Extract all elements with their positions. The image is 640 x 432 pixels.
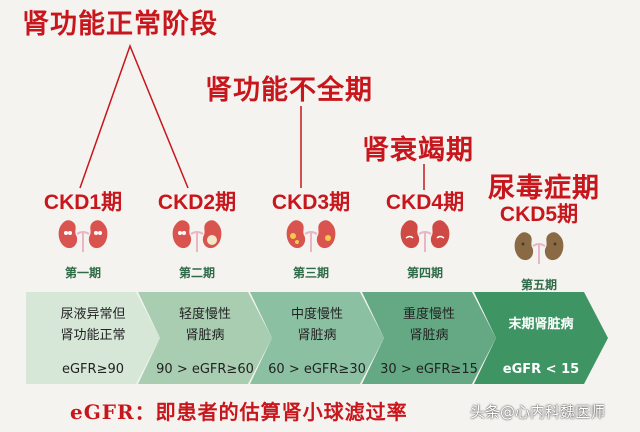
stage-arrow-4-desc: 重度慢性 肾脏病 (362, 304, 496, 346)
stage-arrow-3-desc-line2: 肾脏病 (297, 328, 337, 343)
stage-arrow-3-egfr: 60 > eGFR≥30 (268, 362, 366, 377)
stage-ckd4-label: CKD4期 (385, 191, 465, 214)
arrow-shape (474, 292, 608, 384)
arrow-shape (138, 292, 272, 384)
stage-arrow-2: 轻度慢性 肾脏病 90 > eGFR≥60 (138, 292, 272, 384)
stage-arrow-3-desc: 中度慢性 肾脏病 (250, 304, 384, 346)
kidney-icon (400, 220, 450, 252)
kidney-left (514, 232, 534, 261)
stage-ckd2-period: 第二期 (178, 266, 215, 280)
stage-arrow-5-desc: 末期肾脏病 (474, 314, 608, 335)
kidney-right (544, 232, 564, 261)
stage-arrow-1-desc-line2: 肾功能正常 (60, 328, 126, 343)
connector-normal-to-ckd1-ckd2 (79, 43, 189, 189)
stage-arrow-3: 中度慢性 肾脏病 60 > eGFR≥30 (250, 292, 384, 384)
annotation-normal-stage: 肾功能正常阶段 (22, 9, 218, 40)
stage-arrow-2-desc-line1: 轻度慢性 (178, 307, 231, 322)
arrow-shape (362, 292, 496, 384)
stage-arrow-5-desc-line1: 末期肾脏病 (508, 317, 574, 332)
kidney-icon (514, 232, 564, 264)
stage-arrow-1: 尿液异常但 肾功能正常 eGFR≥90 (26, 292, 160, 384)
egfr-definition-footer: eGFR：即患者的估算肾小球滤过率 (70, 400, 408, 424)
kidney-icon (172, 220, 222, 252)
annotation-uremia-stage: 尿毒症期 (488, 173, 600, 204)
stage-ckd5: CKD5期 第五期 (482, 198, 596, 293)
watermark-text: 头条@心内科魏医师 (470, 403, 606, 421)
stage-ckd2: CKD2期 第二期 (140, 186, 254, 281)
kidney-left (286, 220, 306, 249)
stage-arrow-4: 重度慢性 肾脏病 30 > eGFR≥15 (362, 292, 496, 384)
stage-ckd4-period: 第四期 (406, 266, 443, 280)
kidney-icon (58, 220, 108, 252)
arrow-shape (250, 292, 384, 384)
stage-ckd4: CKD4期 第四期 (368, 186, 482, 281)
kidney-left (400, 220, 420, 249)
stage-arrow-4-egfr: 30 > eGFR≥15 (380, 362, 478, 377)
stage-arrow-2-desc: 轻度慢性 肾脏病 (138, 304, 272, 346)
annotation-insufficiency-stage: 肾功能不全期 (205, 75, 373, 106)
stage-ckd5-label: CKD5期 (499, 203, 579, 226)
stage-arrow-4-desc-line2: 肾脏病 (409, 328, 449, 343)
kidney-right (88, 220, 108, 249)
stage-ckd1: CKD1期 第一期 (26, 186, 140, 281)
stage-arrow-3-desc-line1: 中度慢性 (290, 307, 343, 322)
arrow-shape (26, 292, 160, 384)
kidney-left (172, 220, 192, 249)
stage-ckd5-period: 第五期 (520, 278, 557, 292)
stage-arrow-4-desc-line1: 重度慢性 (402, 307, 455, 322)
stage-ckd3-label: CKD3期 (271, 191, 351, 214)
stage-ckd3-period: 第三期 (292, 266, 329, 280)
kidney-left (58, 220, 78, 249)
stage-arrow-5: 末期肾脏病 eGFR < 15 (474, 292, 608, 384)
kidney-right (430, 220, 450, 249)
stage-arrow-5-egfr: eGFR < 15 (502, 362, 580, 377)
kidney-right (316, 220, 336, 249)
stage-arrow-1-desc-line1: 尿液异常但 (60, 307, 126, 322)
stage-ckd1-label: CKD1期 (43, 191, 123, 214)
stage-ckd1-period: 第一期 (64, 266, 101, 280)
stage-arrow-1-egfr: eGFR≥90 (61, 362, 125, 377)
stage-arrow-1-desc: 尿液异常但 肾功能正常 (26, 304, 160, 346)
stage-ckd3: CKD3期 第三期 (254, 186, 368, 281)
annotation-failure-stage: 肾衰竭期 (362, 135, 474, 166)
kidney-icon (286, 220, 336, 252)
stage-arrow-2-desc-line2: 肾脏病 (185, 328, 225, 343)
stage-ckd2-label: CKD2期 (157, 191, 237, 214)
stage-arrow-2-egfr: 90 > eGFR≥60 (156, 362, 254, 377)
